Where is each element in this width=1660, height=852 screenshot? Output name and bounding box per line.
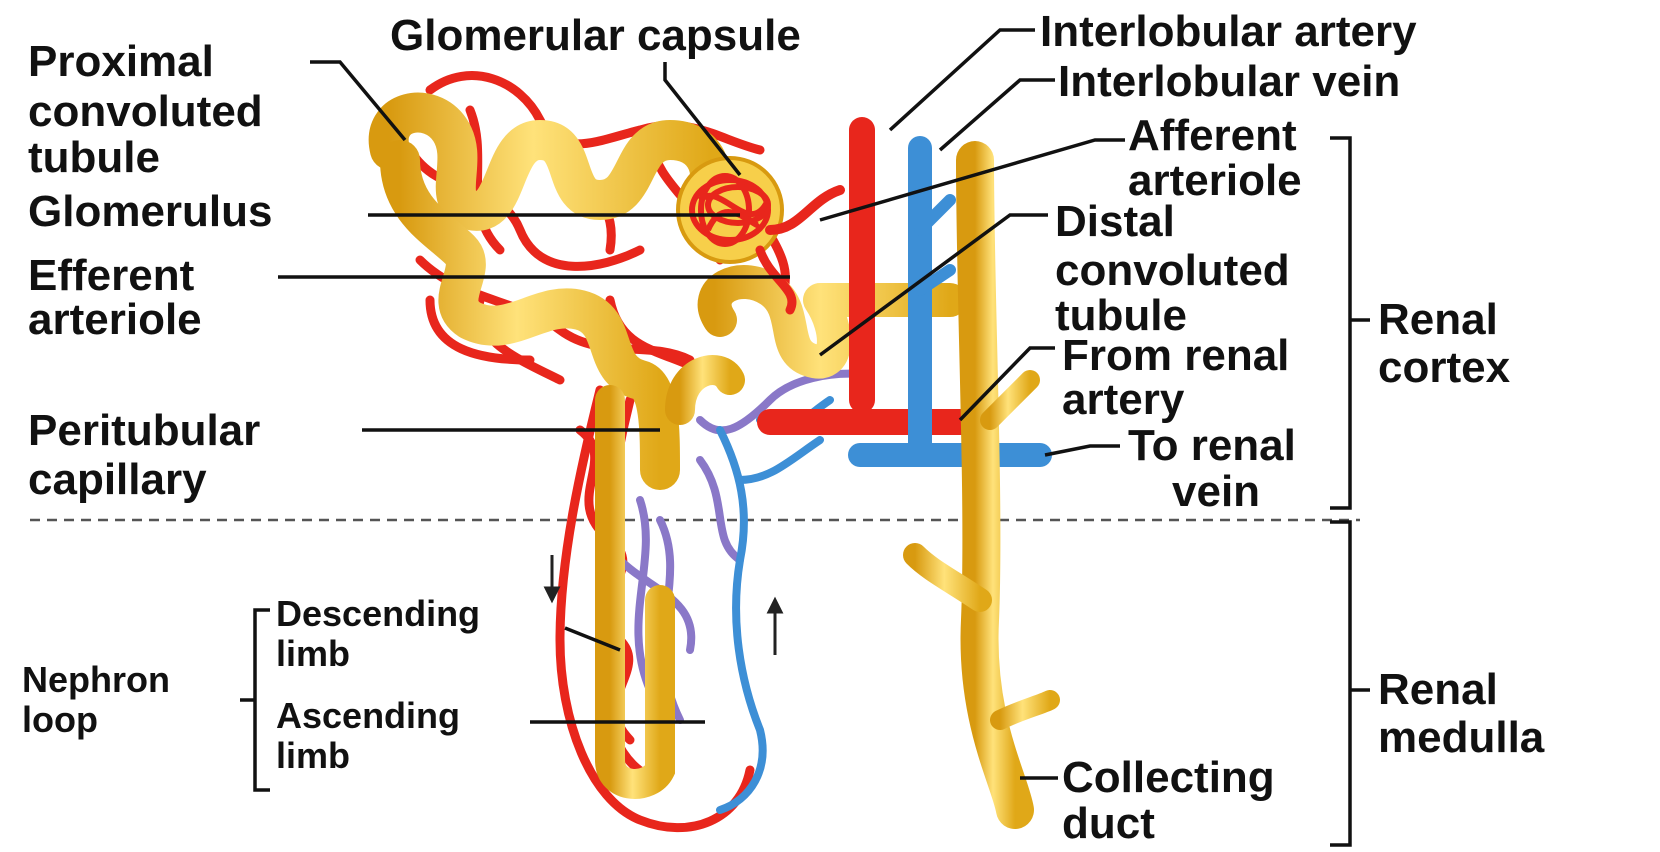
label-collecting-duct: Collecting duct: [1062, 753, 1287, 848]
label-nephron-loop: Nephron loop: [22, 659, 180, 740]
nephron-loop-bracket: [240, 610, 270, 790]
renal-medulla-bracket: [1330, 522, 1370, 845]
label-afferent-arteriole: Afferent arteriole: [1128, 111, 1309, 205]
renal-cortex-bracket: [1330, 138, 1370, 508]
label-glomerulus: Glomerulus: [28, 187, 273, 236]
label-renal-medulla: Renal medulla: [1378, 665, 1545, 762]
label-interlobular-artery: Interlobular artery: [1040, 7, 1417, 56]
label-distal-convoluted-tubule: Distal convoluted tubule: [1055, 197, 1302, 340]
label-interlobular-vein: Interlobular vein: [1058, 57, 1400, 106]
label-ascending-limb: Ascending limb: [276, 695, 470, 776]
label-proximal-convoluted-tubule: Proximal convoluted tubule: [28, 37, 275, 182]
label-efferent-arteriole: Efferent arteriole: [28, 251, 206, 344]
label-from-renal-artery: From renal artery: [1062, 331, 1302, 424]
label-descending-limb: Descending limb: [276, 593, 490, 674]
label-peritubular-capillary: Peritubular capillary: [28, 406, 273, 504]
label-glomerular-capsule: Glomerular capsule: [390, 11, 801, 60]
label-renal-cortex: Renal cortex: [1378, 295, 1511, 392]
label-to-renal-vein: To renal vein: [1128, 421, 1308, 516]
